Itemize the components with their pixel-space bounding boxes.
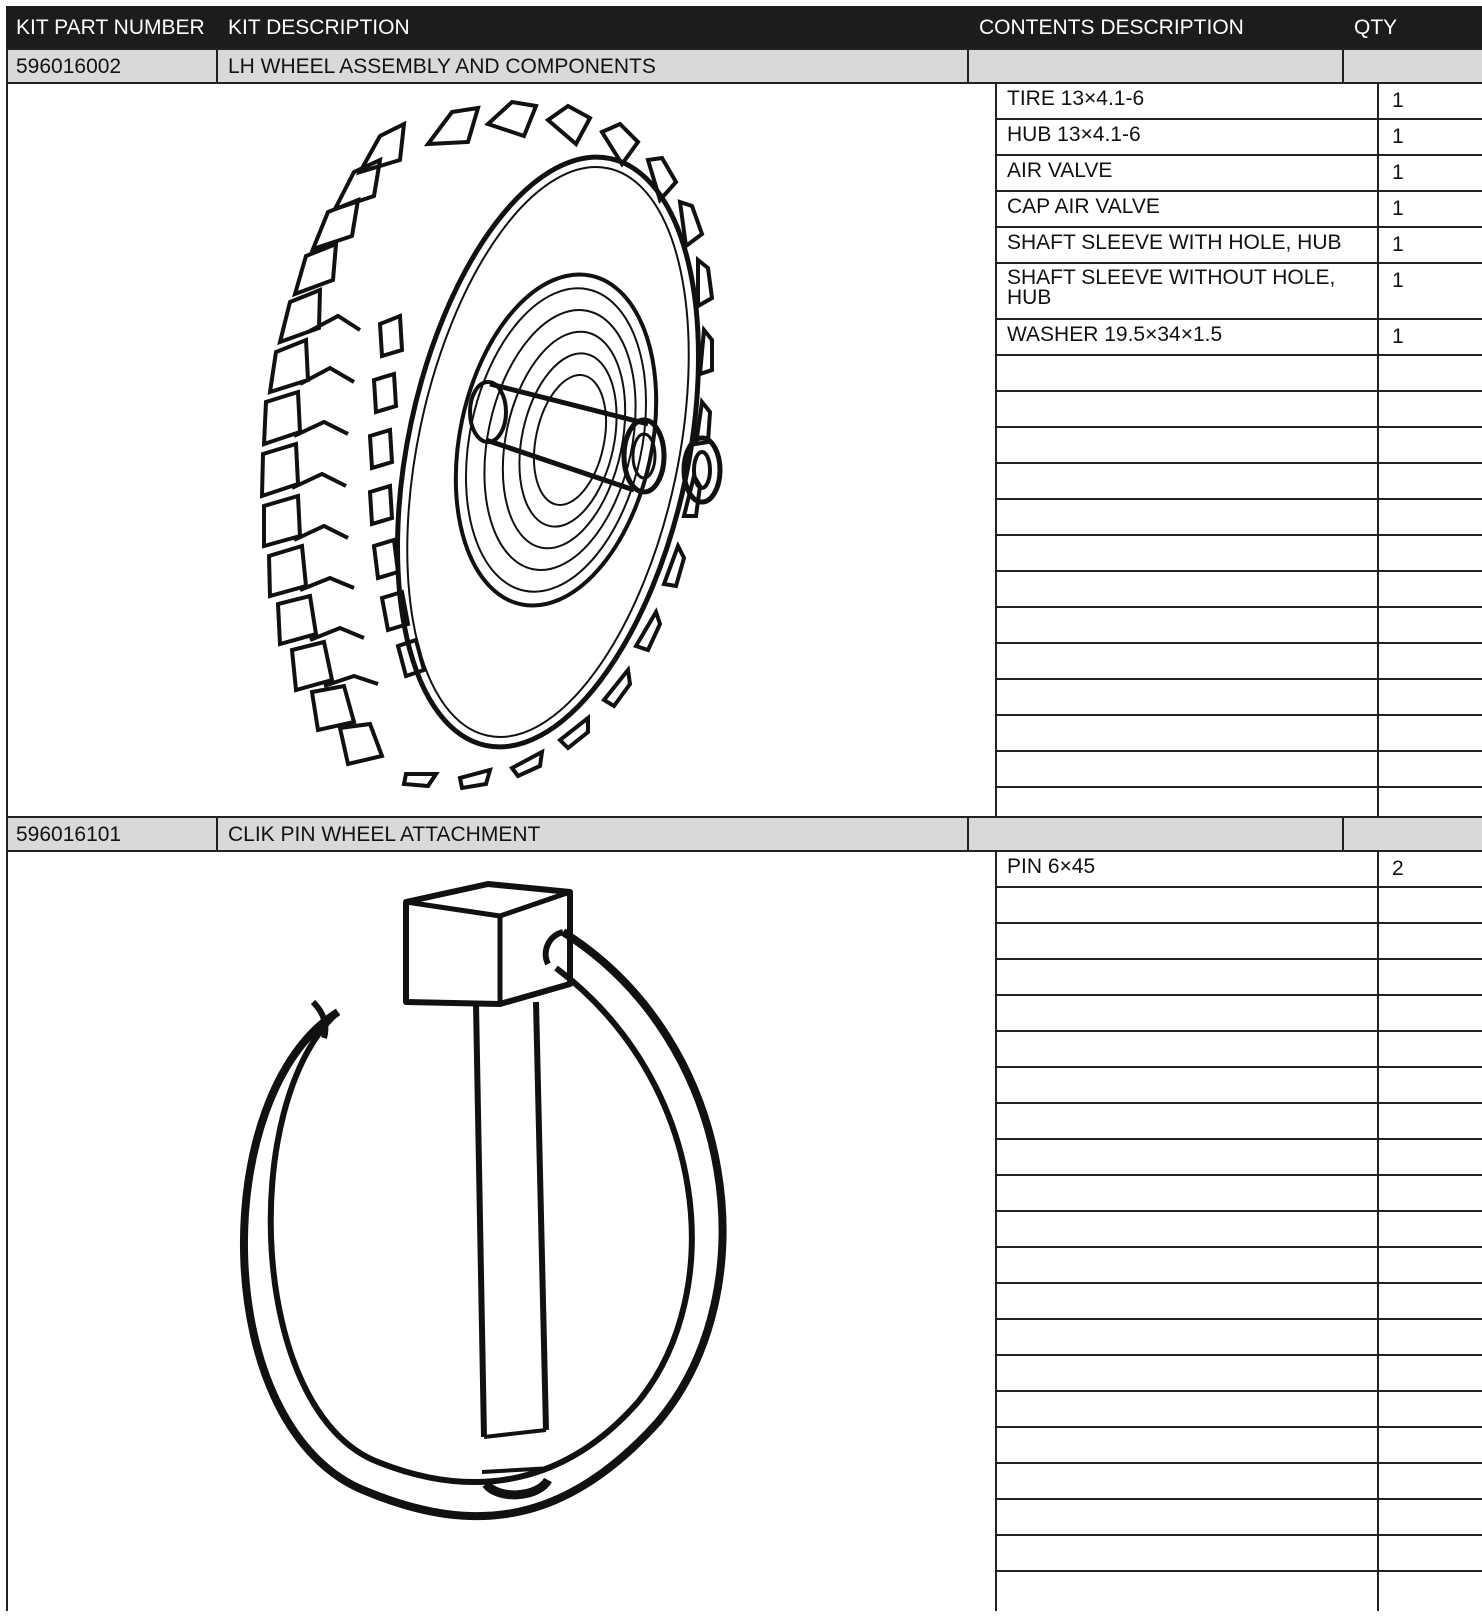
empty-row bbox=[997, 1032, 1482, 1068]
content-row: SHAFT SLEEVE WITH HOLE, HUB 1 bbox=[997, 228, 1482, 264]
kit-contents-list: PIN 6×45 2 bbox=[995, 852, 1482, 1611]
content-description: PIN 6×45 bbox=[997, 852, 1379, 886]
empty-row bbox=[997, 924, 1482, 960]
empty-row bbox=[997, 608, 1482, 644]
empty-row bbox=[997, 1248, 1482, 1284]
table-header: KIT PART NUMBER KIT DESCRIPTION CONTENTS… bbox=[6, 6, 1482, 48]
empty-row bbox=[997, 1104, 1482, 1140]
empty-row bbox=[997, 1572, 1482, 1611]
content-qty: 1 bbox=[1392, 325, 1404, 348]
empty-row bbox=[997, 1464, 1482, 1500]
kit-part-number: 596016101 bbox=[16, 823, 122, 846]
header-qty: QTY bbox=[1354, 16, 1398, 39]
empty-row bbox=[997, 1356, 1482, 1392]
kit-description-cell: LH WHEEL ASSEMBLY AND COMPONENTS bbox=[218, 50, 969, 82]
kit-contents-cell bbox=[969, 818, 1344, 850]
empty-row bbox=[997, 1392, 1482, 1428]
empty-row bbox=[997, 1320, 1482, 1356]
wheel-assembly-icon bbox=[259, 99, 723, 791]
header-contents-description: CONTENTS DESCRIPTION bbox=[979, 16, 1244, 39]
empty-row bbox=[997, 464, 1482, 500]
empty-row bbox=[997, 428, 1482, 464]
content-row: HUB 13×4.1-6 1 bbox=[997, 120, 1482, 156]
empty-row bbox=[997, 1428, 1482, 1464]
kit-body-596016101: PIN 6×45 2 bbox=[6, 852, 1482, 1611]
empty-row bbox=[997, 996, 1482, 1032]
empty-row bbox=[997, 572, 1482, 608]
empty-row bbox=[997, 1536, 1482, 1572]
content-qty: 1 bbox=[1392, 197, 1404, 220]
content-qty: 1 bbox=[1392, 233, 1404, 256]
parts-sheet: KIT PART NUMBER KIT DESCRIPTION CONTENTS… bbox=[6, 6, 1482, 1611]
content-qty: 2 bbox=[1392, 857, 1404, 880]
content-description: SHAFT SLEEVE WITH HOLE, HUB bbox=[997, 228, 1379, 262]
content-description: CAP AIR VALVE bbox=[997, 192, 1379, 226]
content-qty: 1 bbox=[1392, 125, 1404, 148]
empty-row bbox=[997, 788, 1482, 816]
header-kit-part-number: KIT PART NUMBER bbox=[16, 16, 205, 39]
content-description: AIR VALVE bbox=[997, 156, 1379, 190]
empty-row bbox=[997, 1284, 1482, 1320]
kit-contents-cell bbox=[969, 50, 1344, 82]
empty-row bbox=[997, 500, 1482, 536]
content-row: PIN 6×45 2 bbox=[997, 852, 1482, 888]
kit-description-cell: CLIK PIN WHEEL ATTACHMENT bbox=[218, 818, 969, 850]
empty-row bbox=[997, 536, 1482, 572]
empty-row bbox=[997, 716, 1482, 752]
empty-row bbox=[997, 356, 1482, 392]
kit-contents-list: TIRE 13×4.1-6 1 HUB 13×4.1-6 1 AIR VALVE… bbox=[995, 84, 1482, 816]
kit-row-596016101: 596016101 CLIK PIN WHEEL ATTACHMENT bbox=[6, 816, 1482, 852]
kit-body-596016002: TIRE 13×4.1-6 1 HUB 13×4.1-6 1 AIR VALVE… bbox=[6, 84, 1482, 816]
content-row: SHAFT SLEEVE WITHOUT HOLE, HUB 1 bbox=[997, 264, 1482, 320]
empty-row bbox=[997, 960, 1482, 996]
content-qty: 1 bbox=[1392, 161, 1404, 184]
kit-part-number: 596016002 bbox=[16, 55, 122, 78]
empty-row bbox=[997, 680, 1482, 716]
kit-part-number-cell: 596016002 bbox=[6, 50, 218, 82]
kit-description: CLIK PIN WHEEL ATTACHMENT bbox=[228, 823, 541, 846]
empty-row bbox=[997, 392, 1482, 428]
content-row: CAP AIR VALVE 1 bbox=[997, 192, 1482, 228]
empty-row bbox=[997, 1140, 1482, 1176]
kit-illustration bbox=[8, 852, 995, 1611]
content-qty: 1 bbox=[1392, 89, 1404, 112]
empty-row bbox=[997, 888, 1482, 924]
header-kit-description: KIT DESCRIPTION bbox=[228, 16, 410, 39]
kit-illustration bbox=[8, 84, 995, 816]
empty-row bbox=[997, 1500, 1482, 1536]
content-qty: 1 bbox=[1392, 269, 1404, 292]
empty-row bbox=[997, 1212, 1482, 1248]
kit-description: LH WHEEL ASSEMBLY AND COMPONENTS bbox=[228, 55, 656, 78]
content-row: WASHER 19.5×34×1.5 1 bbox=[997, 320, 1482, 356]
empty-row bbox=[997, 644, 1482, 680]
content-description: TIRE 13×4.1-6 bbox=[997, 84, 1379, 118]
kit-row-596016002: 596016002 LH WHEEL ASSEMBLY AND COMPONEN… bbox=[6, 48, 1482, 84]
empty-row bbox=[997, 1068, 1482, 1104]
content-description: WASHER 19.5×34×1.5 bbox=[997, 320, 1379, 354]
content-row: TIRE 13×4.1-6 1 bbox=[997, 84, 1482, 120]
kit-part-number-cell: 596016101 bbox=[6, 818, 218, 850]
content-description: HUB 13×4.1-6 bbox=[997, 120, 1379, 154]
empty-row bbox=[997, 1176, 1482, 1212]
empty-row bbox=[997, 752, 1482, 788]
content-description: SHAFT SLEEVE WITHOUT HOLE, HUB bbox=[997, 264, 1379, 318]
lynch-pin-icon bbox=[240, 881, 727, 1521]
content-row: AIR VALVE 1 bbox=[997, 156, 1482, 192]
